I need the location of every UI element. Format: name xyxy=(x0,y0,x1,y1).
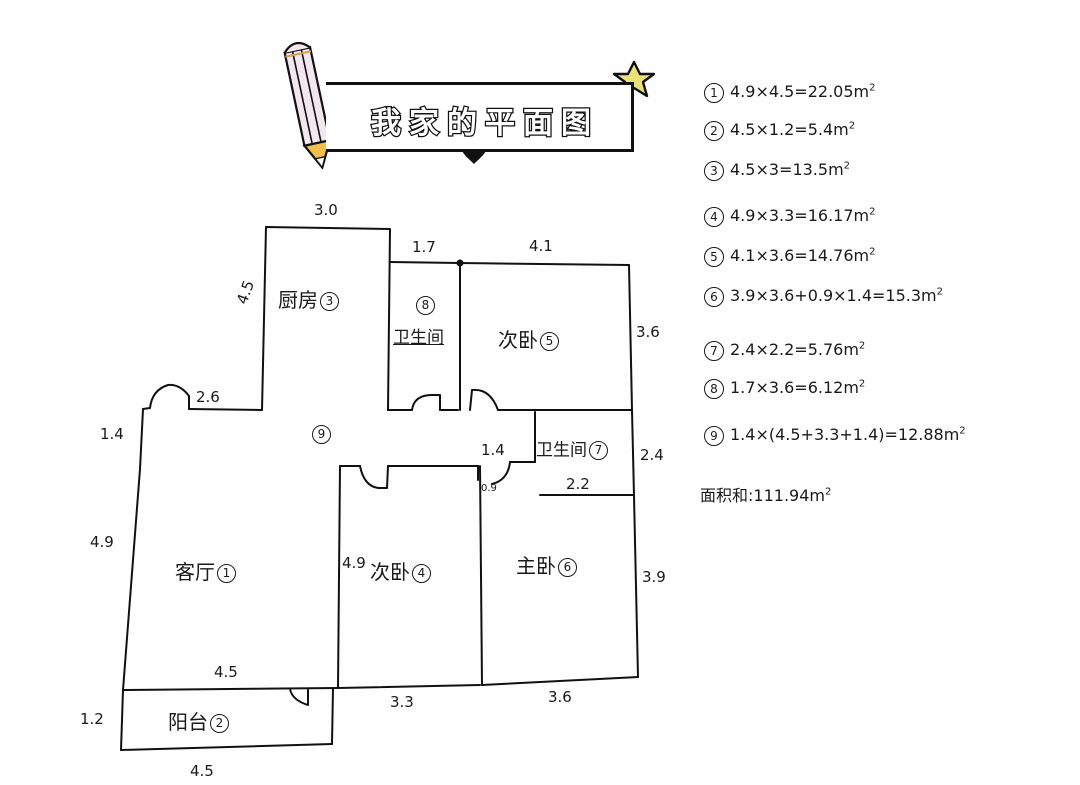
calc-formula: 1.7×3.6=6.12m xyxy=(730,378,859,397)
dim-bed5-top: 4.1 xyxy=(529,237,553,255)
calc-number: 9 xyxy=(704,425,724,446)
unit-sup: 2 xyxy=(936,286,943,298)
unit-sup: 2 xyxy=(843,160,851,172)
room-name: 卫生间 xyxy=(536,440,587,461)
bathroom-7-walls xyxy=(491,409,635,497)
dim-living-bottom: 4.5 xyxy=(214,663,238,681)
bedroom-5-walls xyxy=(459,262,633,411)
room-number: 7 xyxy=(589,441,608,460)
room-number: 3 xyxy=(320,292,339,311)
calc-item: 3 4.5×3=13.5m2 xyxy=(704,160,850,181)
unit-sup: 2 xyxy=(869,82,876,94)
calc-number: 7 xyxy=(704,340,724,361)
room-name: 客厅 xyxy=(175,560,215,584)
calc-item: 9 1.4×(4.5+3.3+1.4)=12.88m2 xyxy=(704,425,966,446)
calc-item: 6 3.9×3.6+0.9×1.4=15.3m2 xyxy=(704,286,943,307)
unit-sup: 2 xyxy=(858,340,866,352)
unit-sup: 2 xyxy=(869,206,876,218)
dim-bed4-bottom: 3.3 xyxy=(390,693,414,711)
room-number-bathroom-8: 8 xyxy=(414,296,435,315)
dim-bed6-bottom: 3.6 xyxy=(548,688,572,706)
dim-bath7-right: 2.4 xyxy=(640,446,664,464)
bedroom-4-walls xyxy=(337,465,481,689)
calc-item: 8 1.7×3.6=6.12m2 xyxy=(704,378,865,399)
dim-bed4-left: 4.9 xyxy=(342,554,366,572)
calc-number: 3 xyxy=(704,160,724,181)
room-number: 9 xyxy=(312,425,331,444)
room-name: 阳台 xyxy=(168,710,208,734)
title-banner xyxy=(326,82,634,152)
calc-formula: 4.1×3.6=14.76m xyxy=(730,246,870,265)
calc-number: 1 xyxy=(704,82,724,103)
calc-formula: 3.9×3.6+0.9×1.4=15.3m xyxy=(730,286,937,305)
room-number: 1 xyxy=(217,564,236,583)
pencil-icon xyxy=(283,41,332,170)
calc-item: 7 2.4×2.2=5.76m2 xyxy=(704,340,865,361)
calc-item: 1 4.9×4.5=22.05m2 xyxy=(704,82,875,103)
dim-bath7-bottom: 2.2 xyxy=(566,475,590,493)
kitchen-walls xyxy=(261,226,391,411)
room-number: 6 xyxy=(558,558,577,577)
dim-corridor-width: 1.4 xyxy=(481,441,505,459)
room-number: 5 xyxy=(540,332,559,351)
room-name: 主卧 xyxy=(516,554,556,578)
calc-number: 4 xyxy=(704,206,724,227)
dim-bed5-right: 3.6 xyxy=(636,323,660,341)
calc-number: 2 xyxy=(704,120,724,141)
calc-number: 5 xyxy=(704,246,724,267)
calc-formula: 1.4×(4.5+3.3+1.4)=12.88m xyxy=(730,425,960,444)
calc-formula: 4.5×3=13.5m xyxy=(730,160,844,179)
room-name: 次卧 xyxy=(370,560,410,584)
dim-bed6-right: 3.9 xyxy=(642,568,666,586)
calc-number: 6 xyxy=(704,286,724,307)
dim-balcony-bottom: 4.5 xyxy=(190,762,214,780)
master-bedroom-walls xyxy=(479,465,639,686)
dim-living-notch-left: 1.4 xyxy=(100,425,124,443)
dim-kitchen-top: 3.0 xyxy=(314,201,338,219)
total-value: 111.94m xyxy=(753,486,825,505)
room-name: 次卧 xyxy=(498,328,538,352)
calc-number: 8 xyxy=(704,378,724,399)
balcony-walls xyxy=(120,687,334,751)
living-room-walls xyxy=(122,383,339,691)
unit-sup: 2 xyxy=(869,246,876,258)
unit-sup: 2 xyxy=(848,120,856,132)
unit-sup: 2 xyxy=(858,378,866,390)
dim-living-left: 4.9 xyxy=(90,533,114,551)
room-name: 厨房 xyxy=(278,288,318,312)
calc-formula: 4.9×3.3=16.17m xyxy=(730,206,870,225)
total-area: 面积和:111.94m2 xyxy=(700,482,831,506)
room-number: 2 xyxy=(210,714,229,733)
calc-item: 4 4.9×3.3=16.17m2 xyxy=(704,206,875,227)
unit-sup: 2 xyxy=(959,425,966,437)
total-label: 面积和: xyxy=(700,486,754,505)
room-label-corridor: 9 xyxy=(310,423,331,444)
calc-formula: 2.4×2.2=5.76m xyxy=(730,340,859,359)
dim-bath8-top: 1.7 xyxy=(412,238,436,256)
page-title: 我家的平面图 xyxy=(370,105,599,143)
room-number: 8 xyxy=(416,296,435,315)
dim-balcony-left: 1.2 xyxy=(80,710,104,728)
calc-item: 5 4.1×3.6=14.76m2 xyxy=(704,246,875,267)
dim-living-notch-top: 2.6 xyxy=(196,388,220,406)
unit-sup: 2 xyxy=(824,486,832,498)
calc-formula: 4.5×1.2=5.4m xyxy=(730,120,849,139)
room-number: 4 xyxy=(412,564,431,583)
dim-bed6-notch: 0.9 xyxy=(481,483,497,494)
calc-formula: 4.9×4.5=22.05m xyxy=(730,82,870,101)
room-label-bathroom-8: 卫生间 xyxy=(393,328,444,348)
